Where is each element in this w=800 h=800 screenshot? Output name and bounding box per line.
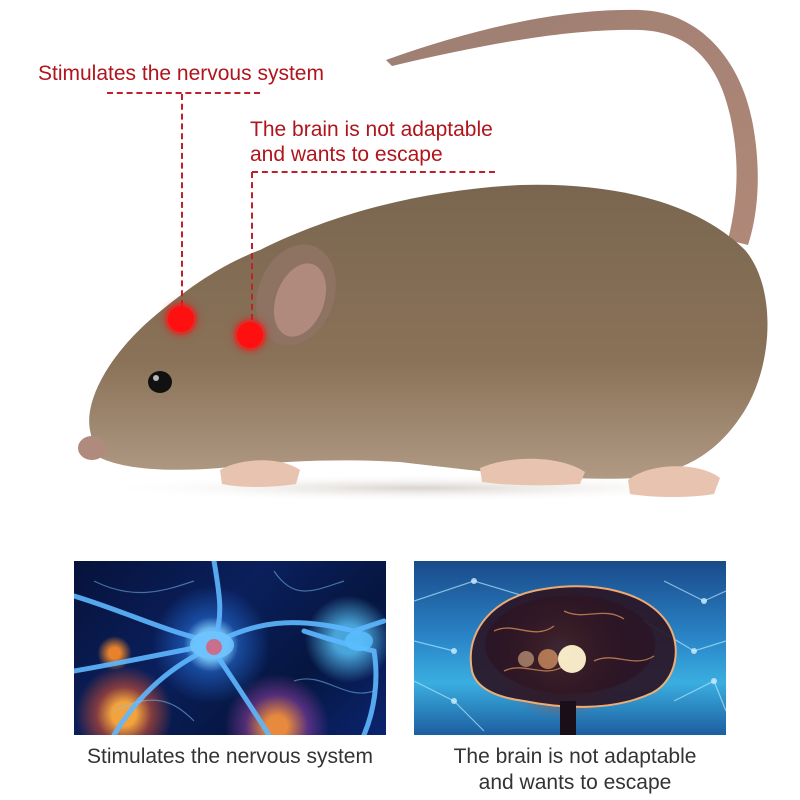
neuron-caption: Stimulates the nervous system — [87, 745, 373, 768]
mouse-eye — [148, 371, 172, 393]
callout-brain-leader — [251, 172, 253, 320]
brain-caption-line2: and wants to escape — [478, 771, 672, 794]
callout-brain-text: The brain is not adaptable and wants to … — [250, 117, 493, 167]
callout-nervous-leader — [181, 94, 183, 306]
neuron-graphic — [74, 561, 386, 735]
marker-nervous-dot — [168, 306, 194, 332]
callout-nervous-text: Stimulates the nervous system — [38, 62, 324, 85]
mouse-nose — [78, 436, 106, 460]
callout-brain-line2: and wants to escape — [250, 143, 443, 166]
mouse-illustration — [78, 9, 768, 502]
brain-caption-line1: The brain is not adaptable — [453, 745, 697, 768]
neuron-image — [74, 561, 386, 735]
mouse-body — [89, 184, 768, 479]
brain-graphic — [414, 578, 726, 735]
callout-brain-line1: The brain is not adaptable — [250, 118, 493, 141]
mouse-hind-foot — [628, 466, 720, 497]
callout-nervous-underline — [107, 92, 260, 94]
marker-brain-dot — [237, 322, 263, 348]
brain-image — [414, 561, 726, 735]
brain-caption: The brain is not adaptable and wants to … — [405, 744, 745, 796]
callout-brain-underline — [252, 171, 495, 173]
mouse-mid-foot — [480, 458, 585, 486]
mouse-front-foot — [220, 460, 300, 487]
